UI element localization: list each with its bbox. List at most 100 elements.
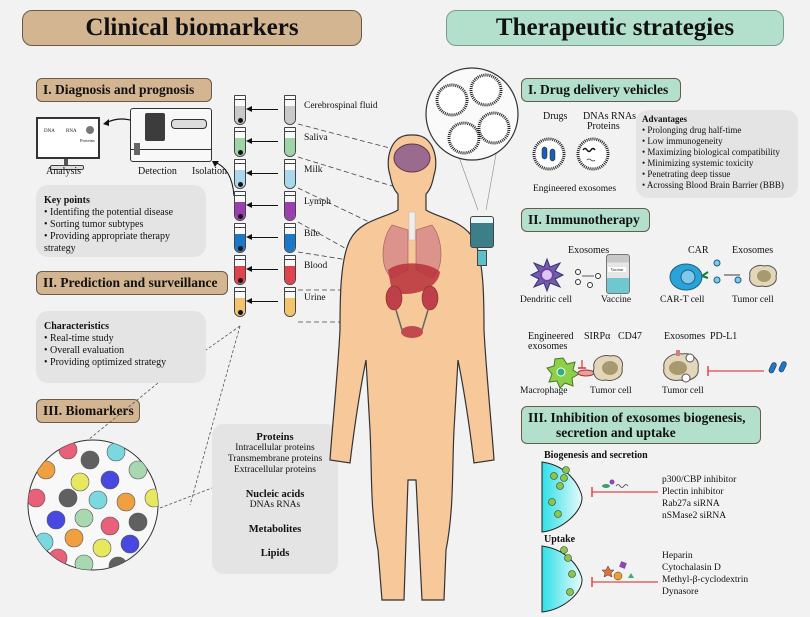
engineered-exosome-drugs-icon xyxy=(532,137,566,171)
characteristic-item: Real-time study xyxy=(44,333,198,345)
fluid-label: Saliva xyxy=(304,133,328,143)
key-point: Identifing the potential disease xyxy=(44,207,198,219)
inhibition-arrow-d xyxy=(707,366,764,376)
macrophage-label: Macrophage xyxy=(520,386,568,396)
biomarker-particle xyxy=(36,460,56,480)
sirpa-label: SIRPα xyxy=(584,331,611,342)
exosomes-label-b: Exosomes xyxy=(732,245,774,256)
protein-item: Extracellular proteins xyxy=(233,465,317,475)
antibody-drug-icon xyxy=(768,361,787,374)
fluid-label: Bile xyxy=(304,229,320,239)
biogenesis-inhibitor: Plectin inhibitor xyxy=(662,487,724,497)
group-nucleic-acids: Nucleic acids xyxy=(245,489,305,500)
key-point: Providing appropriate therapy strategy xyxy=(44,231,198,255)
group-lipids: Lipids xyxy=(260,548,290,559)
fluid-label: Urine xyxy=(304,293,326,303)
protein-item: Intracellular proteins xyxy=(235,443,315,453)
advantage-item: Maximizing biological compatibility xyxy=(642,147,792,158)
uptake-cell-icon xyxy=(541,545,583,613)
prediction-heading: II. Prediction and surveillance xyxy=(36,271,228,295)
biomarker-particle xyxy=(108,556,128,570)
step-analysis: Analysis xyxy=(46,166,81,177)
characteristic-item: Providing optimized strategy xyxy=(44,357,198,369)
uptake-inhibitors-list: Heparin Cytochalasin D Methyl-β-cyclodex… xyxy=(662,550,748,598)
drug-delivery-heading: I. Drug delivery vehicles xyxy=(521,78,681,102)
engineered-exosomes-caption: Engineered exosomes xyxy=(533,184,617,194)
fluid-label: Cerebrospinal fluid xyxy=(304,101,378,111)
biomarker-types-box: Proteins Intracellular proteins Transmem… xyxy=(212,424,338,574)
cd47-label: CD47 xyxy=(618,331,642,342)
key-points-title: Key points xyxy=(44,195,90,206)
uptake-inhibitor: Heparin xyxy=(662,551,693,561)
proteins-label: Proteins xyxy=(587,121,620,132)
fluid-sample-tube xyxy=(284,223,296,253)
biomarker-particles-circle xyxy=(27,439,159,571)
macrophage-icon xyxy=(546,357,580,389)
arrow-icon xyxy=(246,170,278,176)
isolated-sample-tube xyxy=(234,223,246,253)
exosome-particles-b xyxy=(713,259,742,284)
uptake-inhibition-arrow xyxy=(591,561,658,587)
fluid-sample-tube xyxy=(284,95,296,125)
dendritic-cell-label: Dendritic cell xyxy=(520,295,572,305)
advantage-item: Prolonging drug half-time xyxy=(642,125,792,136)
right-title: Therapeutic strategies xyxy=(446,10,784,46)
biomarker-particle xyxy=(48,548,68,568)
fluid-sample-tube xyxy=(284,191,296,221)
biomarker-particle xyxy=(74,508,94,528)
biomarker-particle xyxy=(74,554,94,570)
car-t-cell-label: CAR-T cell xyxy=(660,295,705,305)
mini-exosome xyxy=(477,111,511,145)
uptake-inhibitor: Dynasore xyxy=(662,587,699,597)
fluid-label: Milk xyxy=(304,165,323,175)
drugs-label: Drugs xyxy=(543,111,568,122)
isolation-arrow xyxy=(212,161,235,197)
monitor-proteins-label: Proteins xyxy=(80,138,95,143)
tumor-cell-b-label: Tumor cell xyxy=(732,295,774,305)
biomarker-particle xyxy=(46,510,66,530)
fluid-label: Lymph xyxy=(304,197,331,207)
biomarker-particle xyxy=(58,488,78,508)
step-isolation: Isolation xyxy=(192,166,227,177)
fluid-sample-tube xyxy=(284,159,296,189)
biomarker-particle xyxy=(88,490,108,510)
exosome-magnified-circle xyxy=(425,67,519,161)
analysis-monitor-icon: DNA RNA Proteins xyxy=(36,117,100,159)
step-detection: Detection xyxy=(138,166,177,177)
dendritic-cell-icon xyxy=(529,257,565,293)
biomarker-particle xyxy=(100,516,120,536)
biomarker-particle xyxy=(128,460,148,480)
biomarker-particle xyxy=(144,488,158,508)
uptake-inhibitor: Methyl-β-cyclodextrin xyxy=(662,575,749,585)
biomarker-particle xyxy=(120,534,140,554)
advantage-item: Minimizing systemic toxicity xyxy=(642,158,792,169)
biogenesis-inhibition-arrow xyxy=(591,479,658,497)
biogenesis-cell-icon xyxy=(541,461,583,533)
vaccine-label: Vaccine xyxy=(601,295,632,305)
isolated-sample-tube xyxy=(234,127,246,157)
characteristics-box: Characteristics Real-time study Overall … xyxy=(36,311,206,383)
nucleic-item: DNAs RNAs xyxy=(249,500,301,510)
biomarker-particle xyxy=(64,528,84,548)
arrow-icon xyxy=(246,202,278,208)
biogenesis-inhibitor: p300/CBP inhibitor xyxy=(662,475,737,485)
biomarker-particle xyxy=(128,512,148,532)
monitor-rna-label: RNA xyxy=(66,129,77,134)
biomarker-particle xyxy=(92,538,112,558)
tumor-cell-c-icon xyxy=(593,355,623,381)
biogenesis-inhibitors-list: p300/CBP inhibitor Plectin inhibitor Rab… xyxy=(662,474,736,522)
protein-item: Transmembrane proteins xyxy=(227,454,323,464)
arrow-icon xyxy=(246,106,278,112)
isolated-sample-tube xyxy=(234,255,246,285)
arrow-icon xyxy=(246,298,278,304)
biomarkers-heading: III. Biomarkers xyxy=(36,399,140,423)
advantages-title: Advantages xyxy=(642,114,688,124)
engineered-exosome-nucleic-icon xyxy=(576,137,610,171)
biomarker-particle xyxy=(58,440,78,460)
advantages-box: Advantages Prolonging drug half-time Low… xyxy=(636,110,798,198)
group-proteins: Proteins xyxy=(256,432,294,443)
uptake-inhibitor: Cytochalasin D xyxy=(662,563,721,573)
isolated-sample-tube xyxy=(234,159,246,189)
biogenesis-inhibitor: Rab27a siRNA xyxy=(662,499,720,509)
advantage-item: Penetrating deep tissue xyxy=(642,169,792,180)
